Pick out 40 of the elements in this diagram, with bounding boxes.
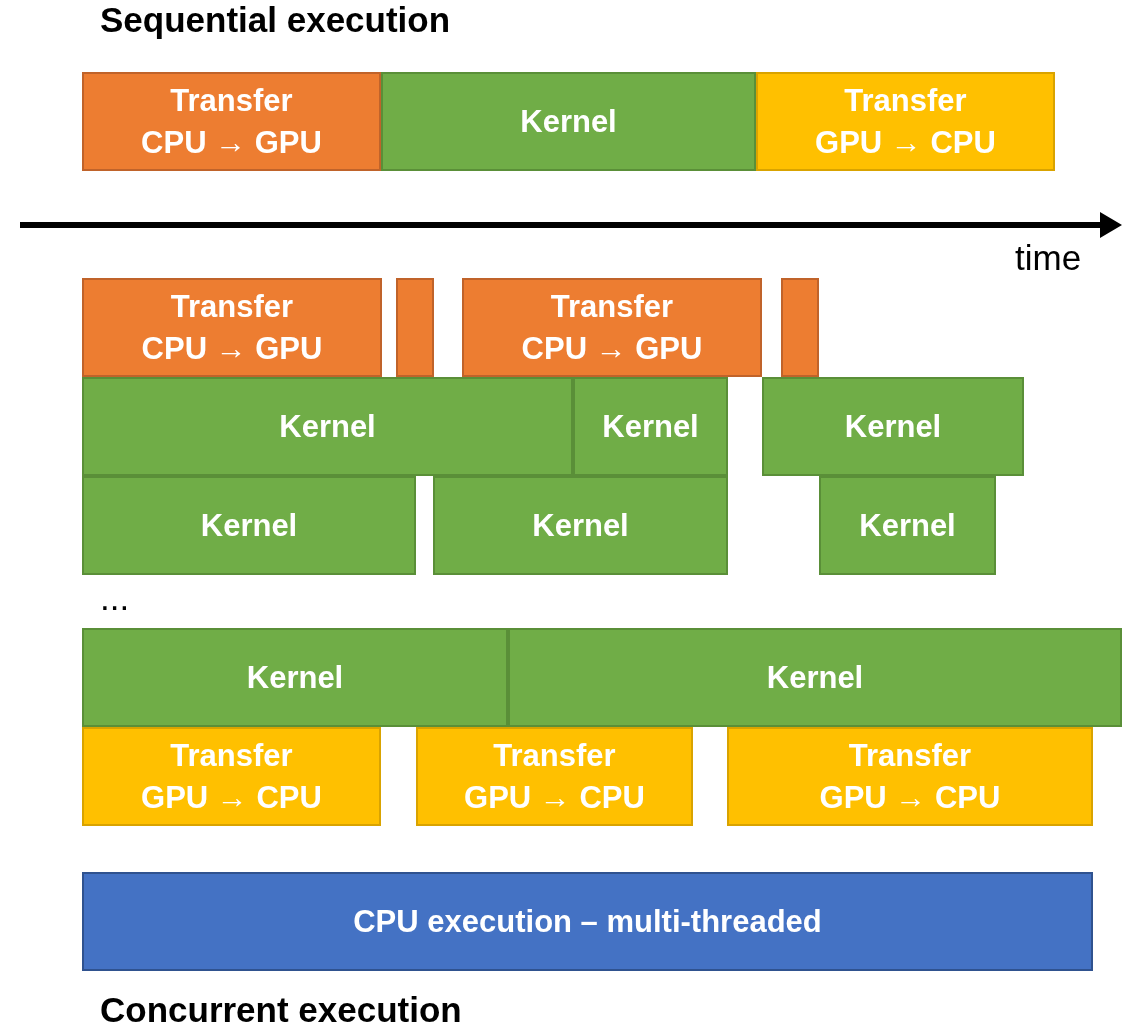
- block-label: Kernel: [602, 407, 699, 446]
- timeline-block: [762, 377, 1024, 476]
- timeline-block: [416, 727, 693, 826]
- timeline-block: [462, 278, 762, 377]
- timeline-block: [82, 476, 416, 575]
- block-label: Transfer CPU → GPU: [140, 287, 324, 368]
- section-title: Sequential execution: [100, 0, 451, 40]
- timeline-block: [82, 278, 382, 377]
- block-label: Transfer GPU → CPU: [463, 736, 646, 817]
- timeline-block: [756, 72, 1055, 171]
- block-label: Kernel: [532, 506, 629, 545]
- timeline-block: [727, 727, 1093, 826]
- timeline-block: [82, 377, 573, 476]
- block-label: Kernel: [766, 658, 864, 697]
- block-label: Transfer CPU → GPU: [140, 81, 323, 162]
- timeline-block: [82, 72, 381, 171]
- timeline-block: [573, 377, 728, 476]
- timeline-block: [82, 628, 508, 727]
- timeline-block: [82, 727, 381, 826]
- block-label: Kernel: [520, 102, 617, 141]
- empty-box: [396, 278, 434, 377]
- block-label: Transfer GPU → CPU: [140, 736, 323, 817]
- axis-label: time: [1015, 238, 1082, 278]
- block-label: Kernel: [246, 658, 344, 697]
- timeline-block: [508, 628, 1122, 727]
- ellipsis-text: ...: [100, 578, 130, 618]
- block-label: Kernel: [844, 407, 942, 446]
- block-label: Kernel: [279, 407, 376, 446]
- timeline-block: [433, 476, 728, 575]
- block-label: Transfer CPU → GPU: [520, 287, 704, 368]
- block-label: CPU execution – multi-threaded: [353, 902, 822, 941]
- timeline-block: [819, 476, 996, 575]
- block-label: Kernel: [200, 506, 298, 545]
- timeline-block: [82, 872, 1093, 971]
- block-label: Transfer GPU → CPU: [818, 736, 1002, 817]
- timeline-block: [381, 72, 756, 171]
- block-label: Kernel: [859, 506, 956, 545]
- empty-box: [781, 278, 819, 377]
- block-label: Transfer GPU → CPU: [814, 81, 997, 162]
- section-title: Concurrent execution: [100, 990, 462, 1028]
